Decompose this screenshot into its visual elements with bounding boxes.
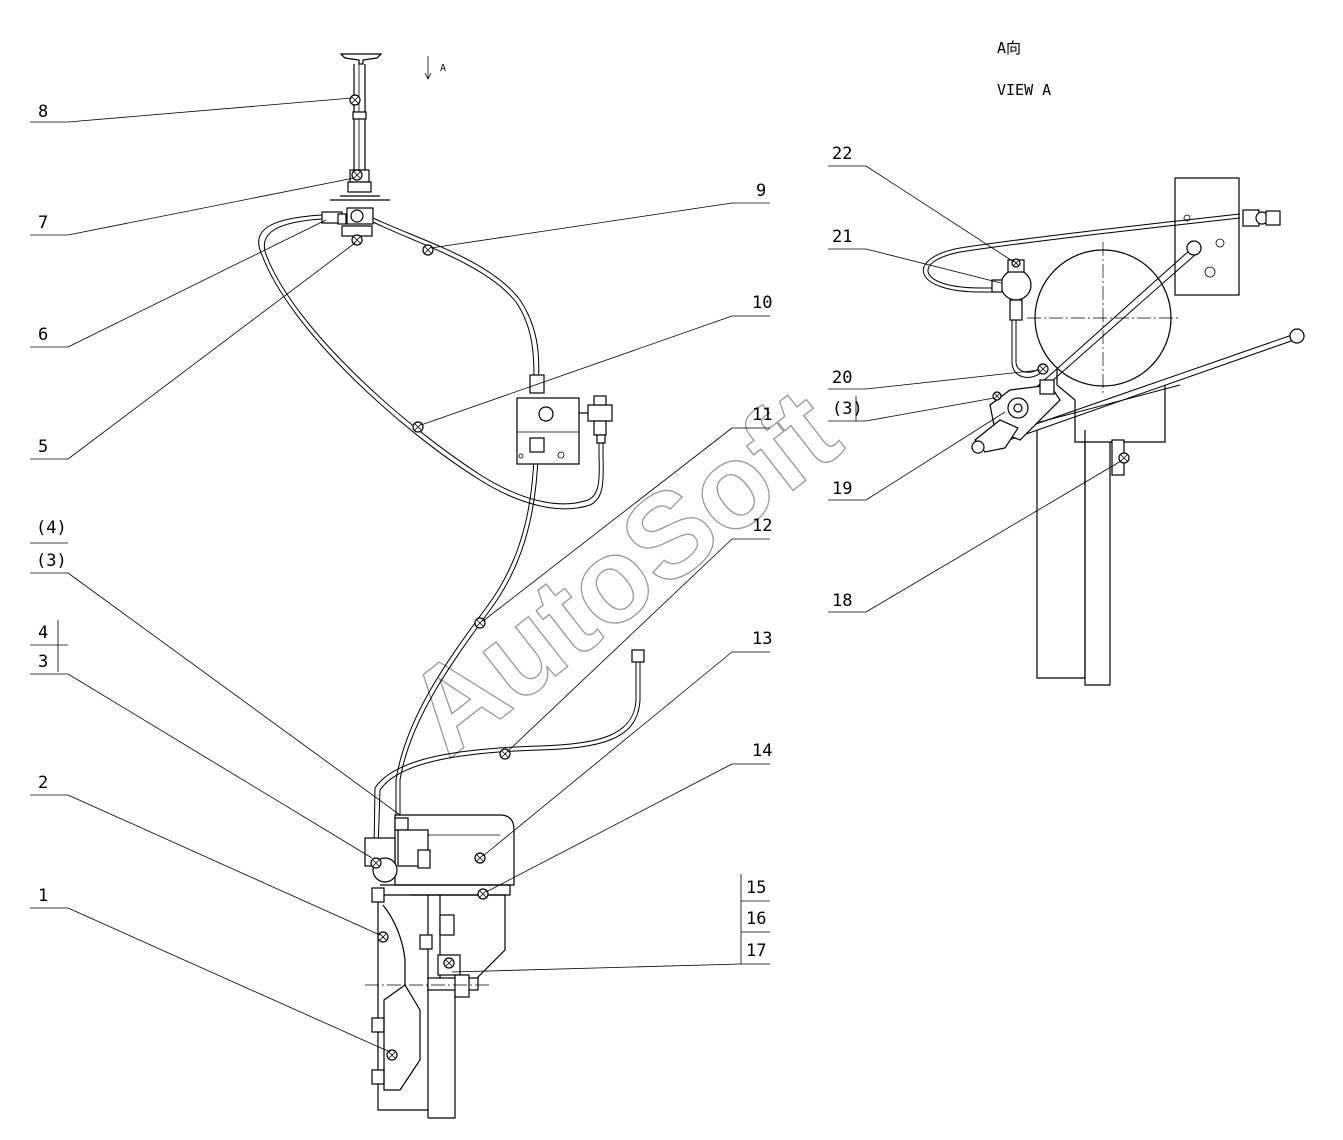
callout-14: 14: [752, 741, 772, 761]
callout-6: 6: [38, 325, 48, 345]
callout-19: 19: [832, 479, 852, 499]
callout-9: 9: [756, 181, 766, 201]
fill-nozzle-assembly: [321, 53, 390, 246]
callout-3-view: (3): [832, 399, 863, 419]
callout-12: 12: [752, 516, 772, 536]
callout-7: 7: [38, 213, 48, 233]
callout-22: 22: [832, 144, 852, 164]
callout-16: 16: [746, 909, 766, 929]
view-title-cn: A向: [997, 39, 1021, 57]
callouts-view-a: 22 21 20 (3) 19 18: [828, 144, 1122, 613]
callout-17: 17: [746, 941, 766, 961]
callout-15: 15: [746, 878, 766, 898]
callout-8: 8: [38, 102, 48, 122]
callout-21: 21: [832, 227, 852, 247]
watermark: AutoSoft: [382, 363, 864, 780]
callout-20: 20: [832, 368, 852, 388]
view-title-en: VIEW A: [997, 81, 1051, 99]
callout-3: 3: [38, 652, 48, 672]
callouts-main-view: 8 7 6 5 (4) (3) 4 3 2 1 9: [30, 97, 772, 1053]
callout-2: 2: [38, 773, 48, 793]
callout-3-paren: (3): [36, 551, 67, 571]
callout-5: 5: [38, 437, 48, 457]
callout-4: 4: [38, 623, 48, 643]
callout-4-paren: (4): [36, 518, 67, 538]
view-a-structure: [922, 177, 1305, 686]
pipes-main-view: [258, 214, 645, 851]
callout-11: 11: [752, 405, 772, 425]
view-arrow-letter: A: [440, 63, 446, 74]
callout-13: 13: [752, 629, 772, 649]
distributor-block: [516, 374, 613, 465]
callout-10: 10: [752, 293, 772, 313]
pump-assembly: [364, 814, 515, 1119]
callout-18: 18: [832, 591, 852, 611]
callout-1: 1: [38, 886, 48, 906]
view-arrow: A: [424, 56, 446, 80]
